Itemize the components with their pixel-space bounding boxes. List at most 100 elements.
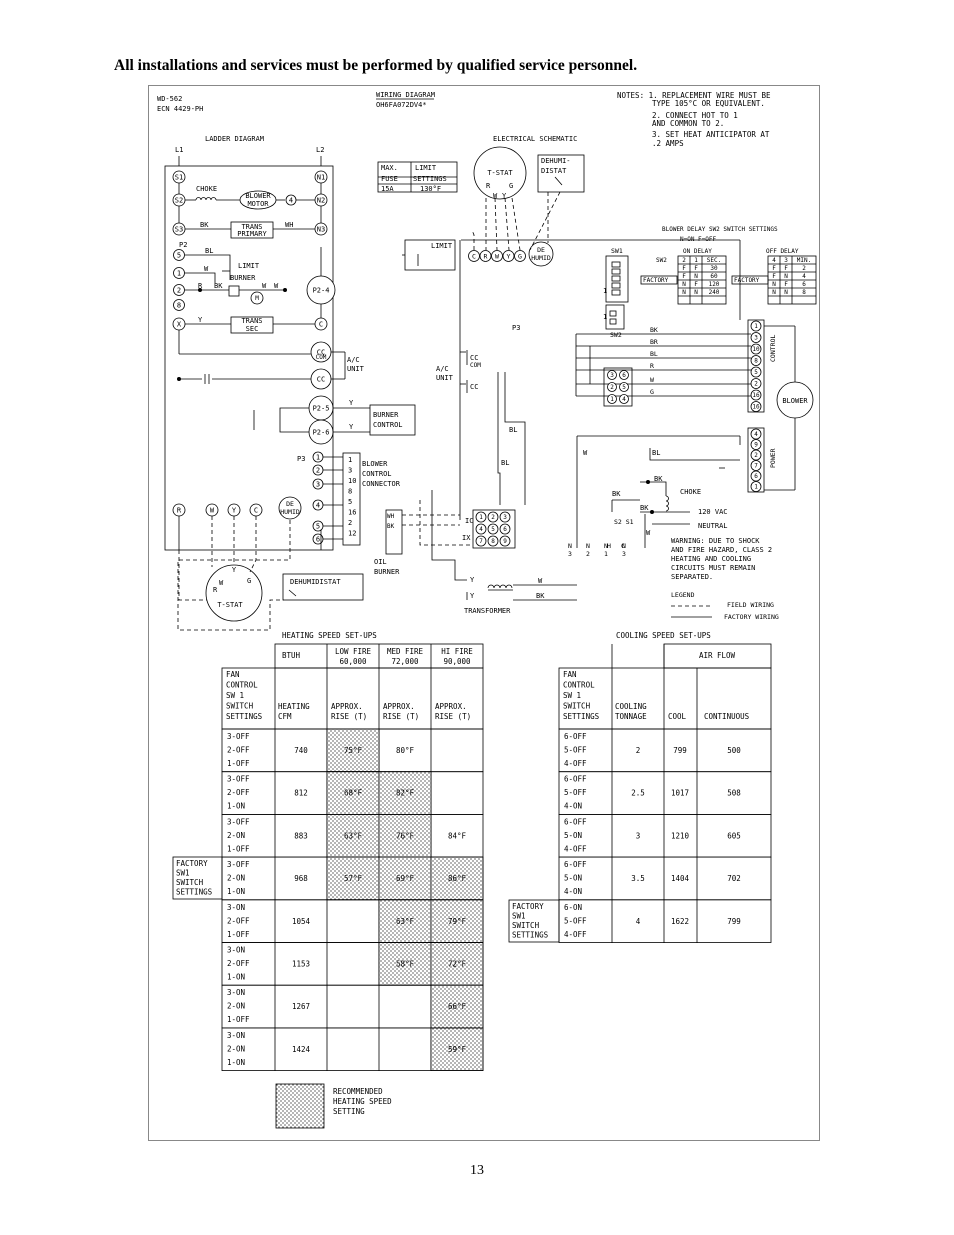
diagram-label: BL: [501, 459, 509, 467]
transformer-coil: [487, 584, 495, 589]
diagram-label: SWITCH: [176, 878, 204, 887]
diagram-label: 4-OFF: [564, 930, 587, 939]
plug-pin: [619, 370, 629, 380]
choke-coil: [665, 505, 669, 512]
diagram-label: 66°F: [448, 1002, 467, 1011]
tstat-wire: [249, 516, 257, 573]
diagram-label: 2-OFF: [227, 746, 250, 755]
diagram-label: RISE (T): [331, 712, 367, 721]
diagram-label: 2: [802, 265, 806, 272]
diagram-label: BL: [205, 247, 213, 255]
board-terminal-label: 7: [479, 538, 483, 545]
diagram-label: SEC: [246, 325, 259, 333]
board-terminal-label: 4: [479, 526, 483, 533]
diagram-label: W: [274, 282, 279, 290]
board-terminal-label: 8: [491, 538, 495, 545]
diagram-label: N: [772, 281, 776, 288]
plug-pin: [607, 370, 617, 380]
recommended-shade: [430, 1027, 484, 1072]
diagram-label: 2-ON: [227, 831, 245, 840]
control-terminal: [750, 378, 762, 389]
diagram-label: BURNER: [230, 274, 256, 282]
diagram-label: CONNECTOR: [362, 480, 401, 488]
diagram-label: 605: [727, 831, 741, 840]
diagram-label: N: [682, 281, 686, 288]
diagram-label: N: [784, 273, 788, 280]
diagram-label: 1-ON: [227, 973, 245, 982]
diagram-label: F: [784, 265, 788, 272]
recommended-shade: [430, 942, 484, 986]
diagram-label: FAN: [563, 670, 577, 679]
diagram-label: SETTING: [333, 1107, 365, 1116]
electrical-schematic-title: ELECTRICAL SCHEMATIC: [493, 135, 577, 143]
control-terminal: [750, 389, 762, 401]
diagram-label: 4: [636, 917, 641, 926]
diagram-label: 4-ON: [564, 802, 582, 811]
diagram-label: 8: [348, 488, 352, 496]
diagram-label: HI FIRE: [441, 647, 473, 656]
diagram-label: 1-OFF: [227, 759, 250, 768]
diagram-label: 3: [348, 467, 352, 475]
diagram-label: BL: [509, 426, 517, 434]
oil-burner-box: [385, 509, 403, 555]
tstat-field: [494, 197, 498, 251]
diagram-label: POWER: [769, 448, 777, 468]
tstat-schematic: [473, 146, 527, 200]
choke-coil: [210, 197, 217, 201]
diagram-label: BURNER: [374, 568, 400, 576]
thermostat-terminal: [514, 250, 526, 262]
diagram-label: T-STAT: [487, 169, 513, 177]
diagram-label: 69°F: [396, 874, 415, 883]
p3-terminal-label: 2: [316, 466, 320, 474]
p2-terminal: [173, 267, 185, 279]
diagram-label: 812: [294, 789, 308, 798]
diagram-label: ON DELAY: [683, 248, 712, 255]
diagram-label: CONTROL: [362, 470, 392, 478]
diagram-label: 2: [682, 257, 686, 264]
control-strip: [747, 319, 765, 413]
diagram-label: A/C: [347, 356, 360, 364]
note-line: TYPE 105°C OR EQUIVALENT.: [652, 99, 765, 108]
diagram-label: 740: [294, 746, 308, 755]
diagram-label: 76°F: [396, 831, 415, 840]
motor-label: MOTOR: [247, 200, 269, 208]
terminal-cc-com-label: CC: [317, 348, 325, 356]
diagram-label: N: [772, 289, 776, 296]
diagram-label: 12: [348, 530, 356, 538]
diagram-label: F: [784, 281, 788, 288]
sw1-toggle: [611, 261, 621, 268]
power-terminal-label: 4: [754, 431, 758, 438]
diagram-label: TRANSFORMER: [464, 607, 511, 615]
diagram-label: H: [607, 542, 611, 550]
wire: [504, 372, 526, 505]
recommended-shade: [378, 814, 432, 858]
diagram-label: Y: [198, 316, 203, 324]
diagram-label: G: [247, 577, 251, 585]
terminal-board: [472, 509, 516, 549]
diagram-label: 6-OFF: [564, 775, 587, 784]
tstat-field: [511, 197, 521, 251]
diagram-label: CHOKE: [680, 488, 701, 496]
plug-pin-label: 2: [610, 384, 614, 391]
board-terminal: [499, 523, 511, 535]
board-terminal-label: 5: [491, 526, 495, 533]
tstat-field: [471, 229, 475, 250]
dehumidistat-box: [282, 573, 364, 601]
control-terminal-label: 2: [754, 381, 758, 388]
power-terminal-label: 7: [754, 463, 758, 470]
diagram-label: 2-OFF: [227, 788, 250, 797]
diagram-label: 5-OFF: [564, 788, 587, 797]
thermostat-terminal: [502, 250, 515, 262]
diagram-label: FACTORY WIRING: [724, 613, 779, 621]
plug-pin-label: 3: [610, 372, 614, 379]
diagram-label: BLOWER: [782, 397, 808, 405]
diagram-label: CONTROL: [373, 421, 403, 429]
diagram-label: SW2: [656, 257, 667, 264]
tstat-wire: [178, 550, 207, 601]
diagram-label: 4-OFF: [564, 844, 587, 853]
terminal-p2-5-label: P2-5: [313, 404, 330, 412]
note-line: NOTES: 1. REPLACEMENT WIRE MUST BE: [617, 91, 771, 100]
diagram-label: SW1: [611, 247, 623, 255]
diagram-label: IC: [465, 517, 473, 525]
diagram-label: MAX.: [381, 164, 398, 172]
